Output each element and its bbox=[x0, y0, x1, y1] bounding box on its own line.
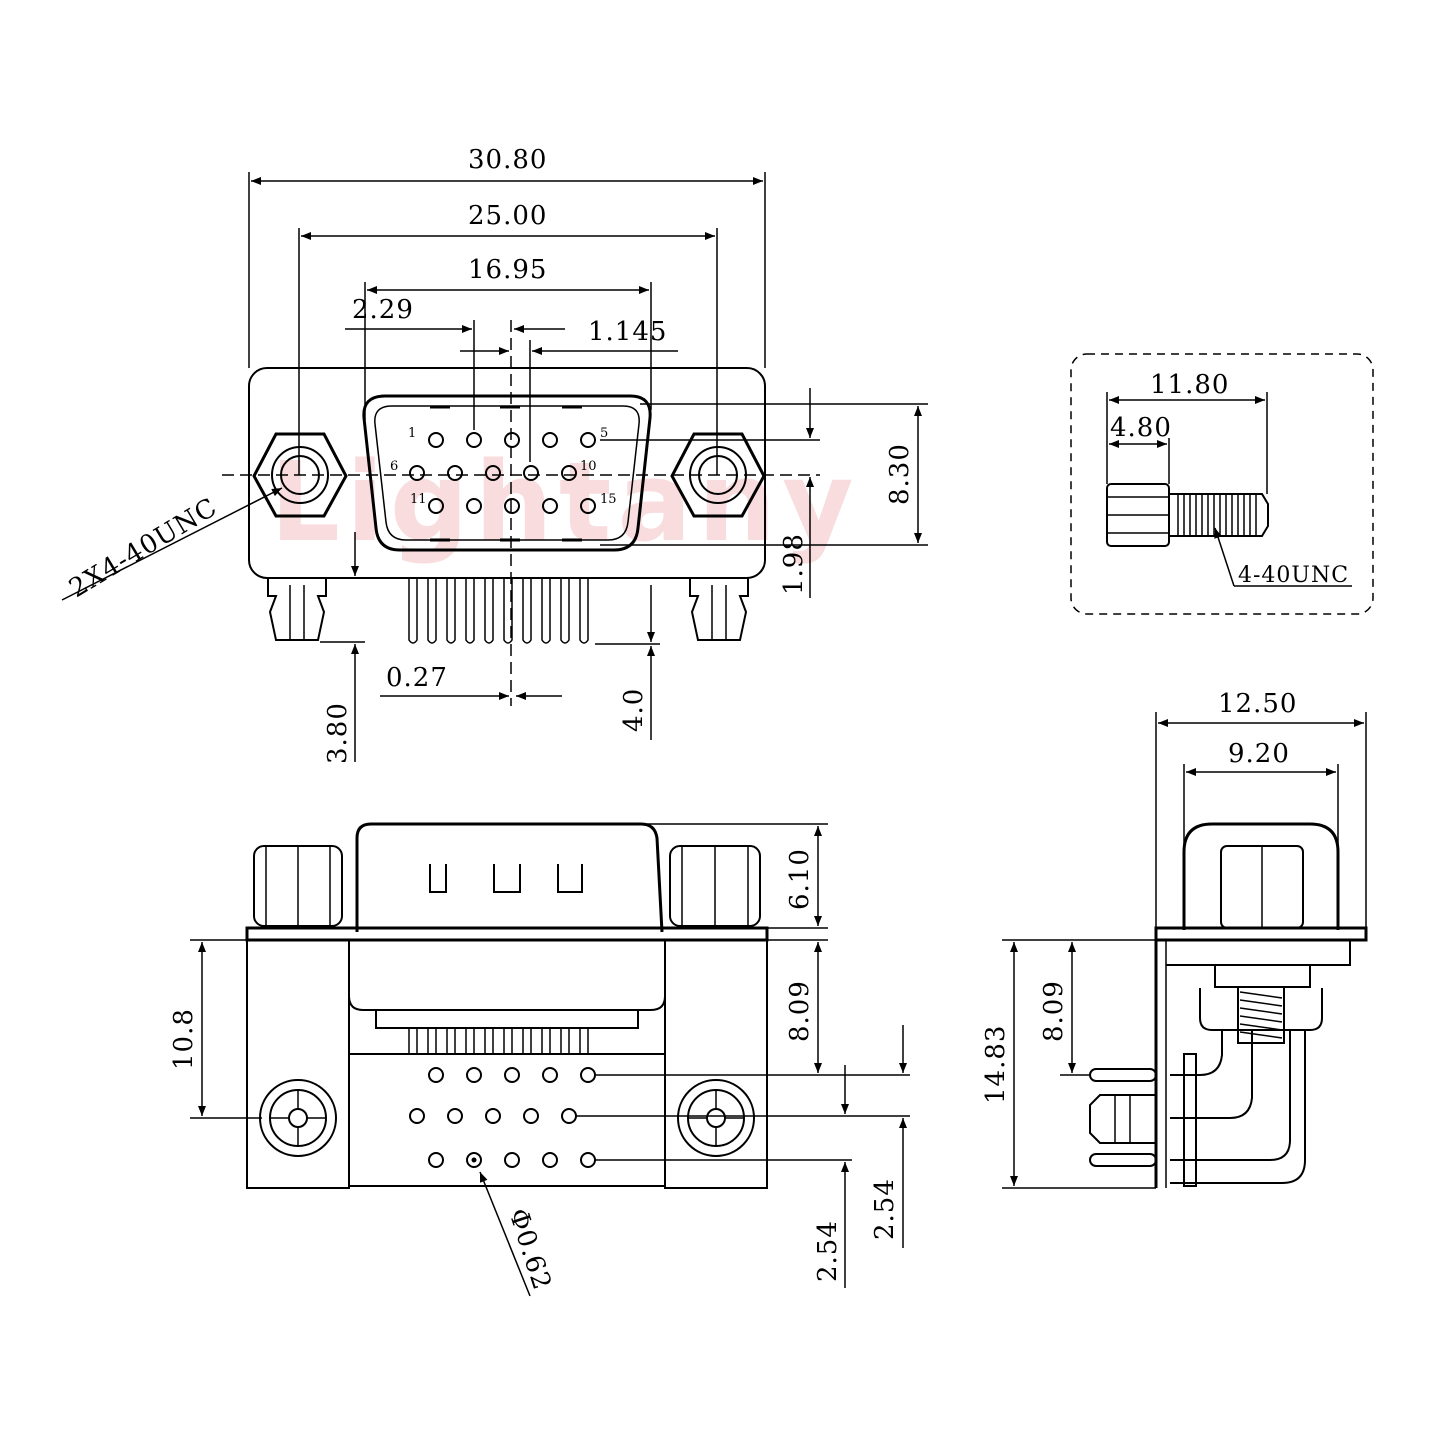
dim-flange-depth: 3.80 bbox=[323, 702, 353, 764]
bottom-tails bbox=[408, 1027, 589, 1055]
bottom-dim-body-height: 10.8 bbox=[169, 1008, 199, 1070]
detail-dim-length: 11.80 bbox=[1150, 370, 1229, 400]
bottom-body-left bbox=[246, 939, 350, 1189]
screw-detail: 11.80 4.80 4-40UNC bbox=[1070, 353, 1374, 615]
bottom-dim-row-pitch-a: 2.54 bbox=[813, 1220, 843, 1282]
side-shell bbox=[1182, 822, 1340, 930]
bottom-view: 10.8 6.10 8.09 2.54 2.54 Φ0.62 bbox=[169, 822, 910, 1297]
bottom-flange bbox=[245, 926, 769, 942]
front-pin-tails bbox=[408, 578, 589, 644]
bottom-mount-hole-right bbox=[677, 1079, 755, 1157]
side-dim-shell-depth: 9.20 bbox=[1228, 739, 1290, 769]
detail-thread: 4-40UNC bbox=[1238, 563, 1349, 588]
dim-row-offset: 1.98 bbox=[779, 533, 809, 595]
dim-shell-width: 16.95 bbox=[468, 255, 547, 285]
screw-callout: 2X4-40UNC bbox=[64, 492, 223, 604]
dim-pin-width: 0.27 bbox=[386, 663, 448, 693]
pin-label-11: 11 bbox=[410, 492, 427, 507]
front-boardlock-left bbox=[267, 578, 327, 641]
dim-mount-pitch: 25.00 bbox=[468, 201, 547, 231]
dim-half-pitch: 1.145 bbox=[588, 317, 667, 347]
pin-label-6: 6 bbox=[390, 459, 398, 474]
dim-overall-width: 30.80 bbox=[468, 145, 547, 175]
side-dim-overall-depth: 12.50 bbox=[1218, 689, 1297, 719]
dim-pin-pitch: 2.29 bbox=[352, 295, 414, 325]
dim-tail-length: 4.0 bbox=[619, 688, 649, 732]
watermark: Lightany bbox=[270, 438, 860, 566]
side-dim-offset: 8.09 bbox=[1039, 980, 1069, 1042]
detail-dim-head: 4.80 bbox=[1110, 413, 1172, 443]
front-d-inner bbox=[374, 405, 640, 541]
side-view: 12.50 9.20 14.83 8.09 bbox=[981, 689, 1368, 1189]
front-flange bbox=[248, 367, 766, 579]
bottom-mount-hole-left bbox=[259, 1079, 337, 1157]
pin-label-1: 1 bbox=[408, 426, 416, 441]
bottom-body-right bbox=[664, 939, 768, 1189]
side-dim-height: 14.83 bbox=[981, 1025, 1011, 1104]
bottom-dim-offset: 8.09 bbox=[785, 980, 815, 1042]
front-pins bbox=[409, 432, 596, 514]
bottom-shell-top bbox=[355, 822, 664, 933]
detail-frame bbox=[1070, 353, 1374, 615]
bottom-dim-top-height: 6.10 bbox=[785, 848, 815, 910]
bottom-pcb-holes bbox=[409, 1067, 596, 1168]
front-boardlock-right bbox=[689, 578, 749, 641]
dim-shell-height: 8.30 bbox=[885, 443, 915, 505]
pin-label-15: 15 bbox=[600, 492, 617, 507]
pin-label-5: 5 bbox=[600, 426, 608, 441]
pin-label-10: 10 bbox=[580, 459, 597, 474]
bottom-dim-row-pitch-b: 2.54 bbox=[870, 1178, 900, 1240]
